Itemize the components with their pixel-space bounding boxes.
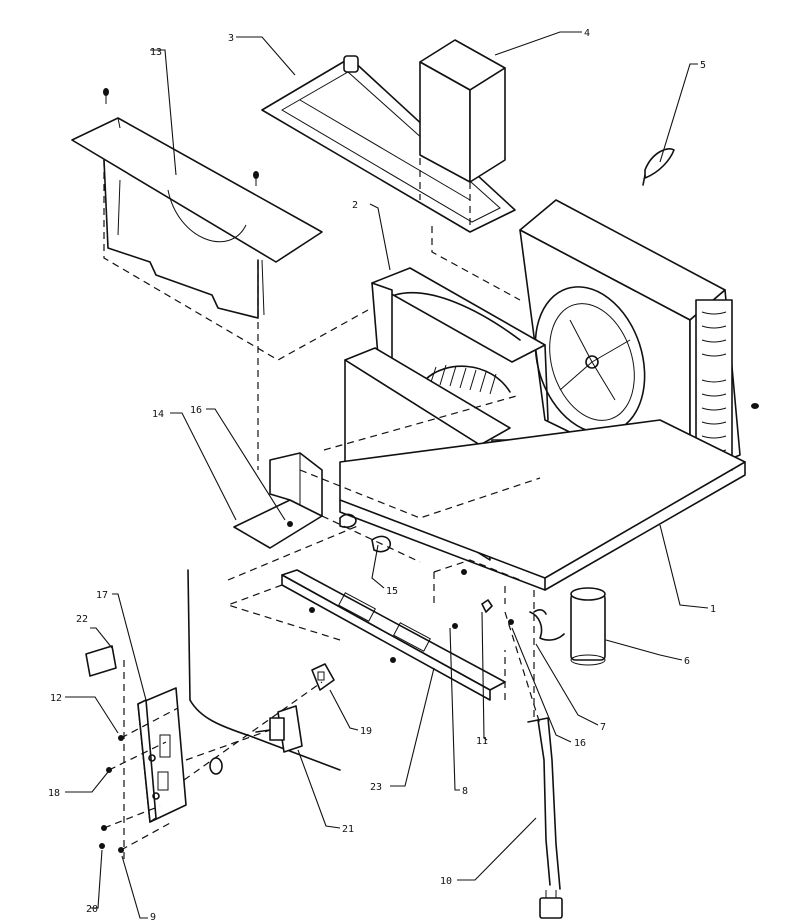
part-7-strap	[529, 609, 565, 641]
assembly-dashed-lines	[103, 158, 541, 860]
part-14-bracket	[233, 452, 323, 549]
callout-10: 10	[440, 876, 452, 887]
callout-13: 13	[150, 47, 162, 58]
screw-icon	[751, 403, 759, 409]
leader-lines	[65, 31, 709, 919]
part-4-filter	[419, 39, 506, 183]
callout-23: 23	[370, 782, 382, 793]
thermostat-capillary	[187, 569, 341, 771]
screw-icon	[253, 171, 259, 186]
callout-3: 3	[228, 33, 234, 44]
screw-icon	[287, 521, 293, 527]
screw-icon	[508, 619, 514, 625]
callout-15: 15	[386, 586, 398, 597]
screw-icon	[452, 623, 458, 629]
callout-4: 4	[584, 28, 590, 39]
part-21-thermostat	[209, 705, 303, 775]
callout-18: 18	[48, 788, 60, 799]
callout-17: 17	[96, 590, 108, 601]
part-1-base-pan	[339, 419, 746, 591]
callout-14: 14	[152, 409, 164, 420]
callout-11: 11	[476, 736, 488, 747]
part-11-clip	[481, 599, 493, 613]
part-23-control-channel	[281, 569, 506, 701]
part-3-top-frame	[261, 55, 516, 233]
part-17-control-panel	[137, 687, 187, 823]
callout-20: 20	[86, 904, 98, 915]
part-15-grommet	[339, 513, 392, 553]
screw-icon	[309, 607, 315, 613]
callout-9: 9	[150, 912, 156, 920]
part-13-top-cover	[71, 117, 323, 319]
callout-12: 12	[50, 693, 62, 704]
callout-1: 1	[710, 604, 716, 615]
callout-7: 7	[600, 722, 606, 733]
part-19-switch	[311, 663, 335, 691]
screw-icon	[461, 569, 467, 575]
callout-8: 8	[462, 786, 468, 797]
screw-icon	[390, 657, 396, 663]
screw-icon	[99, 843, 105, 849]
callout-16a: 16	[190, 405, 202, 416]
part-10-power-cord	[527, 717, 563, 919]
callout-5: 5	[700, 60, 706, 71]
callout-19: 19	[360, 726, 372, 737]
part-22-label	[85, 645, 117, 677]
callout-labels: 1 2 3 4 5 6 7 8 9 10 11 12 13 14 15 16 1…	[48, 28, 716, 920]
part-5-clip	[642, 148, 675, 186]
part-6-capacitor	[570, 587, 606, 666]
callout-2: 2	[352, 200, 358, 211]
callout-21: 21	[342, 824, 354, 835]
screw-icon	[103, 88, 109, 104]
callout-16b: 16	[574, 738, 586, 749]
callout-6: 6	[684, 656, 690, 667]
callout-22: 22	[76, 614, 88, 625]
part-2-blower-scroll	[371, 267, 549, 421]
